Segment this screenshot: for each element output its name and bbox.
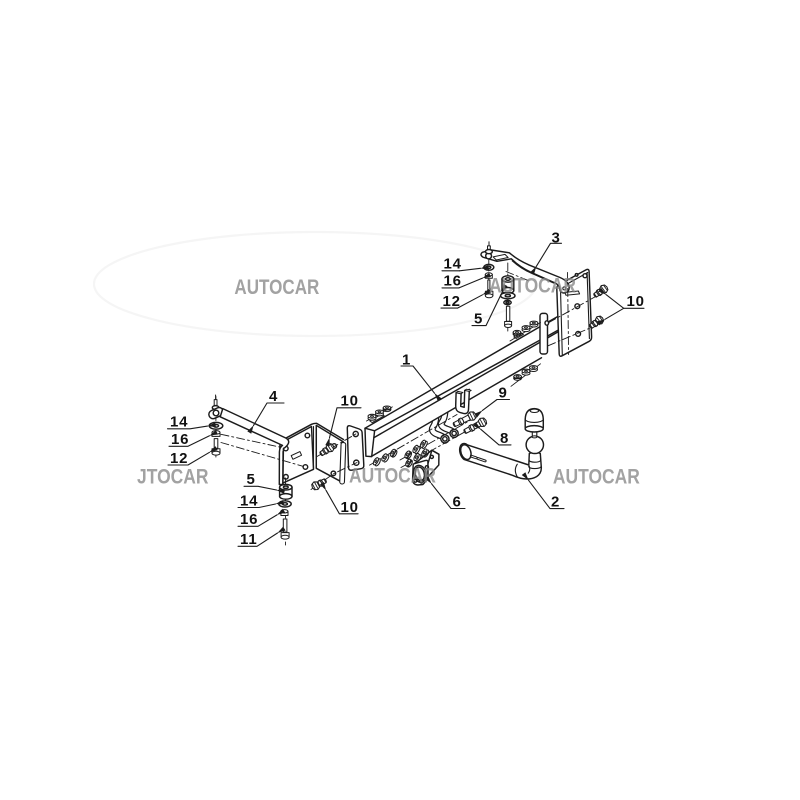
- svg-text:8: 8: [500, 430, 509, 447]
- svg-text:12: 12: [443, 293, 461, 310]
- svg-text:10: 10: [341, 393, 359, 410]
- svg-text:14: 14: [170, 414, 188, 431]
- svg-text:2: 2: [551, 494, 560, 511]
- svg-text:4: 4: [269, 388, 278, 405]
- svg-text:14: 14: [240, 492, 258, 509]
- svg-text:14: 14: [444, 256, 462, 273]
- svg-text:5: 5: [474, 310, 483, 327]
- svg-text:16: 16: [171, 431, 189, 448]
- svg-text:JTOCAR: JTOCAR: [137, 466, 209, 489]
- svg-text:AUTOCAR: AUTOCAR: [489, 275, 576, 298]
- svg-text:3: 3: [552, 230, 561, 247]
- svg-text:9: 9: [499, 384, 508, 401]
- svg-text:11: 11: [240, 531, 257, 548]
- svg-text:AUTOCAR: AUTOCAR: [349, 465, 436, 488]
- svg-text:12: 12: [170, 450, 188, 467]
- svg-text:5: 5: [247, 471, 256, 488]
- svg-text:10: 10: [627, 293, 645, 310]
- svg-text:16: 16: [444, 273, 462, 290]
- svg-text:16: 16: [240, 511, 258, 528]
- svg-text:6: 6: [453, 494, 462, 511]
- svg-text:AUTOCAR: AUTOCAR: [234, 276, 319, 299]
- svg-text:10: 10: [341, 499, 359, 516]
- svg-text:AUTOCAR: AUTOCAR: [553, 466, 640, 489]
- svg-text:1: 1: [402, 352, 411, 369]
